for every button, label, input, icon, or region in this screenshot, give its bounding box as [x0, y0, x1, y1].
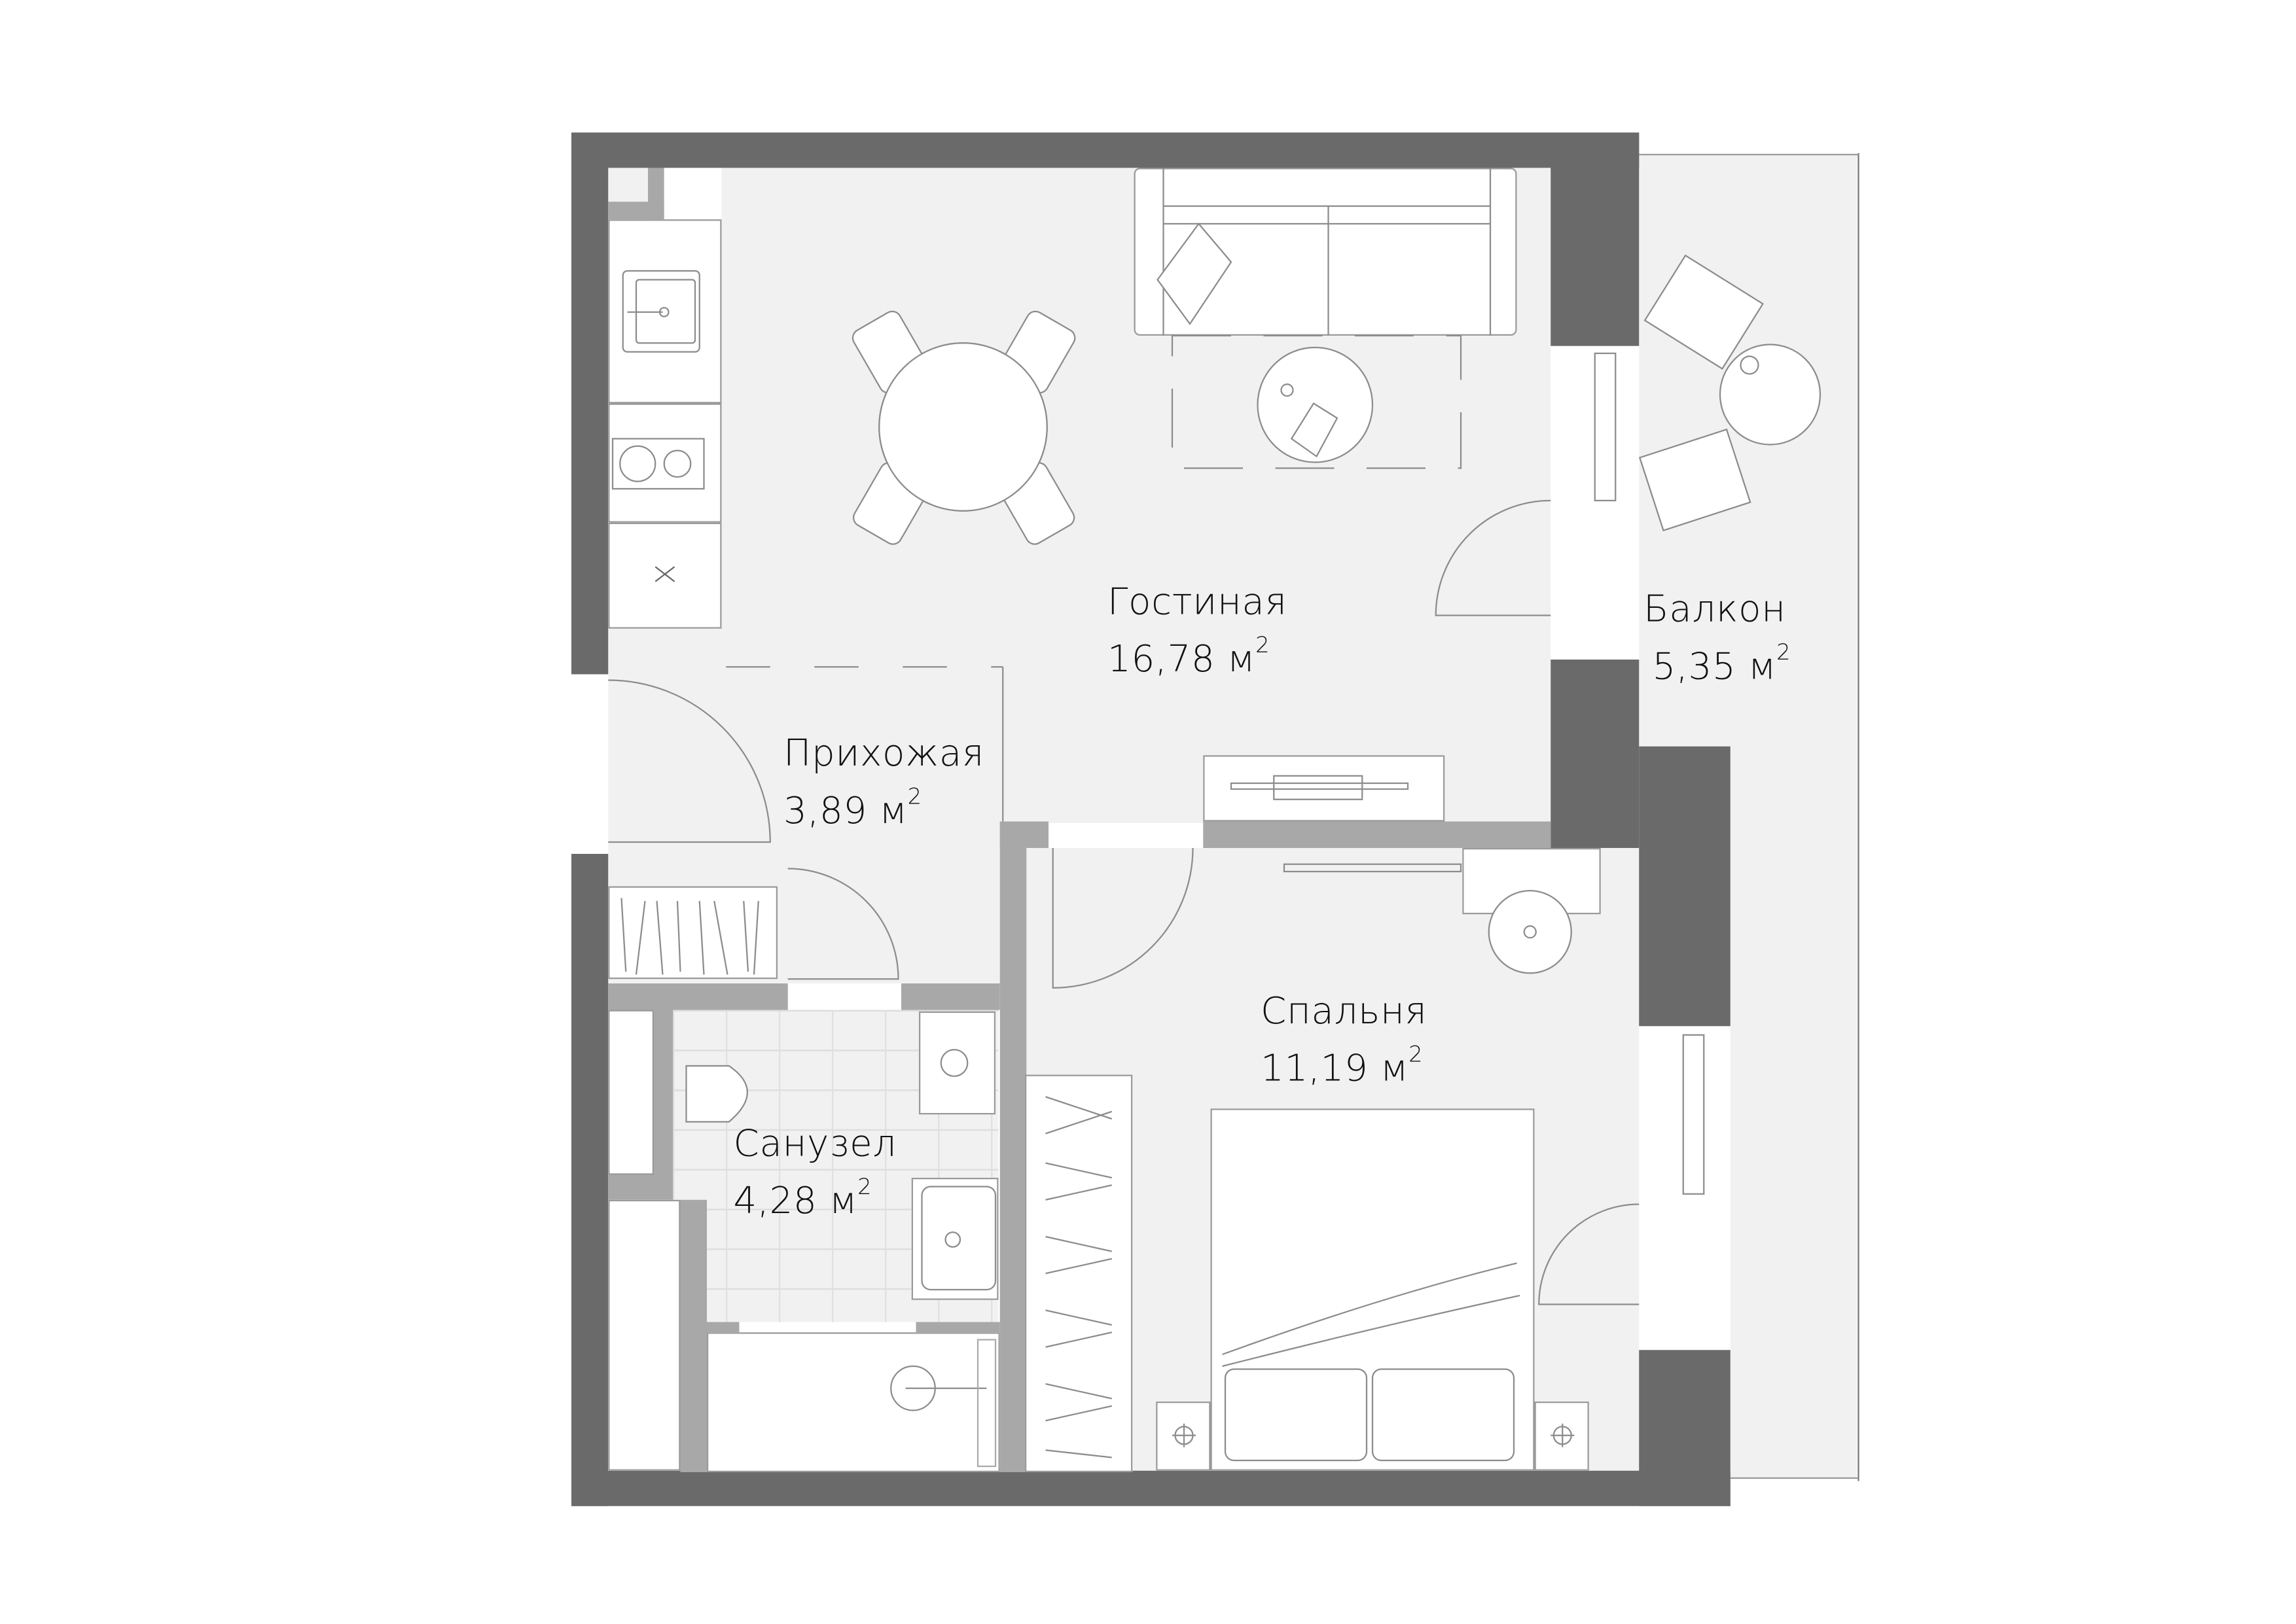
blanket-fold-icon — [1222, 1262, 1517, 1356]
bathroom-top-partition-left — [608, 983, 788, 1010]
pillow-icon — [1371, 1368, 1515, 1462]
room-area: 4,28 м2 — [733, 1173, 872, 1222]
toilet-icon — [685, 1065, 748, 1123]
room-area: 16,78 м2 — [1107, 631, 1270, 680]
bathroom-top-partition-right — [901, 983, 1000, 1010]
entrance-door-swing-icon — [608, 679, 771, 843]
kitchen-counter-hob — [608, 403, 722, 523]
hanger-lines-icon — [620, 898, 759, 975]
top-wall — [571, 132, 1640, 168]
tv-icon — [1283, 863, 1462, 873]
bedroom-door-swing-icon — [1052, 847, 1194, 989]
fridge-x-icon — [655, 566, 675, 582]
living-right-wall-upper — [1551, 132, 1640, 346]
left-wall-lower — [571, 854, 609, 1506]
shaft-partition — [608, 1174, 673, 1200]
bathtub-partition-right — [916, 1322, 1000, 1333]
bottom-wall — [571, 1470, 1731, 1506]
sink-icon — [944, 1231, 961, 1248]
tv-icon — [1230, 782, 1409, 790]
rug-icon — [1171, 334, 1462, 469]
washing-machine-drum-icon — [940, 1049, 969, 1077]
bathroom-right-partition — [999, 821, 1027, 1472]
bathtub — [707, 1332, 1000, 1472]
storage-closet-lower — [608, 1199, 681, 1471]
pillow-icon — [1224, 1368, 1368, 1462]
kitchen-counter-sink — [608, 219, 722, 404]
room-name: Прихожая — [783, 732, 985, 775]
room-label-bathroom: Санузел 4,28 м2 — [734, 1116, 897, 1230]
living-balcony-door-icon — [1435, 499, 1551, 616]
living-right-wall-lower — [1551, 660, 1640, 848]
hallway-wardrobe — [608, 886, 778, 980]
kitchen-corner — [664, 168, 722, 220]
chair-icon — [1488, 890, 1572, 974]
bathroom-door-swing-icon — [787, 868, 899, 980]
lounge-chair-icon — [1638, 428, 1751, 532]
bathroom-sink-cabinet — [911, 1178, 999, 1300]
room-name: Балкон — [1643, 587, 1786, 630]
room-area: 5,35 м2 — [1652, 638, 1791, 688]
lounge-chair-icon — [1643, 254, 1764, 370]
kitchen-sink-icon — [622, 270, 700, 353]
pillow-icon — [1157, 222, 1232, 325]
room-name: Санузел — [733, 1121, 897, 1165]
balcony-table-icon — [1719, 344, 1821, 446]
left-wall-upper — [571, 132, 609, 675]
kitchen-counter-fridge — [608, 522, 722, 629]
living-bedroom-partition — [1203, 821, 1551, 848]
bathroom-left-partition-lower — [680, 1199, 707, 1472]
bedroom-right-wall-lower — [1639, 1350, 1731, 1506]
bedroom-balcony-door-icon — [1538, 1203, 1640, 1305]
room-label-hallway: Прихожая 3,89 м2 — [783, 726, 984, 839]
kitchen-vent-shaft-side — [648, 168, 664, 220]
washing-machine — [919, 1011, 996, 1115]
storage-closet-upper — [608, 1010, 654, 1175]
bedroom-wardrobe — [1025, 1074, 1133, 1472]
room-name: Гостиная — [1107, 580, 1287, 623]
room-area: 3,89 м2 — [783, 783, 922, 832]
room-area: 11,19 м2 — [1261, 1040, 1424, 1089]
bathroom-left-partition — [654, 1010, 673, 1175]
entrance-door-opening — [571, 674, 609, 854]
hanger-lines-icon — [1045, 1096, 1113, 1458]
room-label-balcony: Балкон 5,35 м2 — [1643, 582, 1791, 696]
hob-icon — [611, 438, 705, 490]
room-label-living: Гостиная 16,78 м2 — [1107, 574, 1287, 688]
room-name: Спальня — [1261, 989, 1427, 1033]
room-label-bedroom: Спальня 11,19 м2 — [1261, 983, 1427, 1097]
bedroom-right-wall-upper — [1639, 746, 1731, 1027]
bathtub-partition-left — [707, 1322, 740, 1333]
